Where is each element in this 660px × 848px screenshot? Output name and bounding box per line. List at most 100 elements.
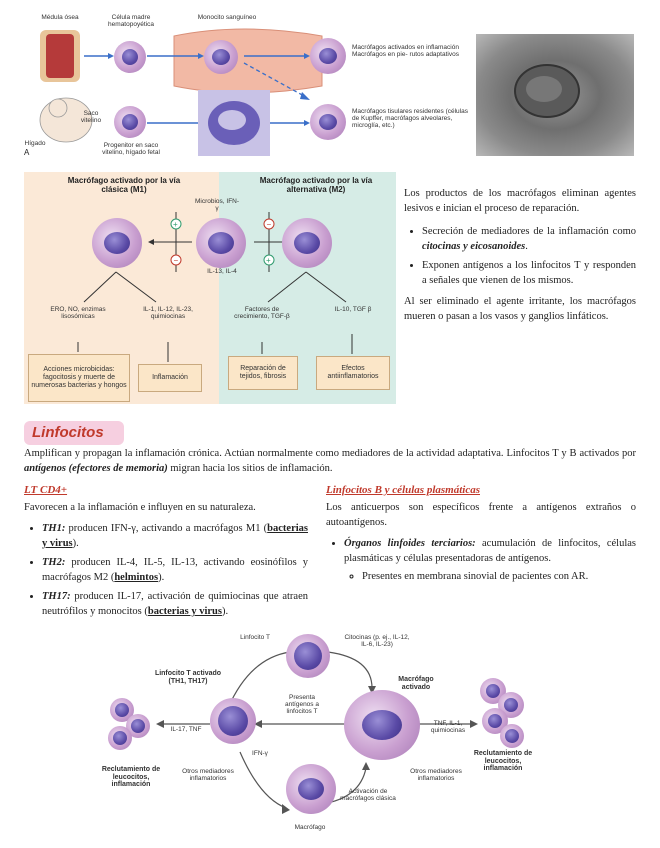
- m1-m2-arrows: + − − +: [77, 212, 353, 362]
- th2-tail: ).: [158, 572, 165, 583]
- m2-title: Macrófago activado por la vía alternativ…: [259, 176, 373, 195]
- label-macrofago-activado: Macrófago activado: [398, 676, 434, 691]
- m1-title: Macrófago activado por la vía clásica (M…: [67, 176, 181, 195]
- m1-product-2: IL-1, IL-12, IL-23, quimiocinas: [143, 306, 193, 321]
- cd4-item-th2: TH2: producen IL-4, IL-5, IL-13, activan…: [42, 555, 308, 585]
- para-products: Los productos de los macrófagos eliminan…: [404, 188, 636, 214]
- label-ifn: IFN-γ: [252, 750, 268, 757]
- label-reclutamiento-right: Reclutamiento de leucocitos, inflamación: [473, 750, 533, 773]
- th2-lead: TH2:: [42, 557, 66, 568]
- bullet-antigens: Exponen antígenos a los linfocitos T y r…: [422, 258, 636, 288]
- label-citocinas: Citocinas (p. ej., IL-12, IL-6, IL-23): [344, 634, 410, 649]
- label-liver: Hígado: [24, 140, 46, 147]
- leukocyte-left-2: [126, 714, 150, 738]
- bcell-list: Órganos linfoides terciarios: acumulació…: [326, 536, 636, 584]
- label-activated-macrophages: Macrófagos activados en inflamación Macr…: [352, 44, 459, 59]
- th1-lead: TH1:: [42, 523, 66, 534]
- svg-text:−: −: [267, 220, 272, 229]
- para-removal: Al ser eliminado el agente irritante, lo…: [404, 296, 636, 322]
- box-inflammation: Inflamación: [138, 364, 202, 392]
- macrophage-bullets: Secreción de mediadores de la inflamació…: [404, 224, 636, 288]
- intro-text-c: migran hacia los sitios de inflamación.: [167, 463, 333, 474]
- bcell-subitem: Presentes en membrana sinovial de pacien…: [362, 569, 636, 584]
- intro-text-a: Amplifican y propagan la inflamación cró…: [24, 448, 636, 459]
- label-activacion: Activación de macrófagos clásica: [340, 788, 396, 803]
- label-microbes: Microbios, IFN-γ: [194, 198, 240, 213]
- organs-lead: Órganos linfoides terciarios:: [344, 538, 476, 549]
- cd4-title: LT CD4+: [24, 484, 68, 496]
- th2-link: helmintos: [114, 572, 159, 583]
- label-il13: IL-13, IL-4: [207, 268, 237, 275]
- label-progenitor: Progenitor en saco vitelino, hígado feta…: [102, 142, 160, 157]
- linfocitos-intro: Amplifican y propagan la inflamación cró…: [24, 446, 636, 476]
- figure-macrophage-origin: Médula ósea Célula madre hematopoyética …: [22, 8, 468, 160]
- bullet-mediators-end: .: [525, 241, 528, 252]
- cd4-column: LT CD4+ Favorecen a la inflamación e inf…: [24, 484, 308, 623]
- label-otros-left: Otros mediadores inflamatorios: [182, 768, 234, 783]
- th17-link: bacterias y virus: [147, 606, 222, 617]
- label-bone-marrow: Médula ósea: [41, 14, 79, 21]
- label-yolk-sac: Saco vitelino: [80, 110, 102, 125]
- m2-macrophage: [282, 218, 332, 268]
- cd4-item-th1: TH1: producen IFN-γ, activando a macrófa…: [42, 521, 308, 551]
- th1-tail: ).: [72, 538, 79, 549]
- label-resident-macrophages: Macrófagos tisulares residentes (células…: [352, 108, 468, 130]
- label-tnf: TNF, IL-1, quimiocinas: [430, 720, 466, 735]
- bcell-item-organs: Órganos linfoides terciarios: acumulació…: [344, 536, 636, 584]
- bullet-mediators: Secreción de mediadores de la inflamació…: [422, 224, 636, 254]
- activated-macrophage: [344, 690, 420, 760]
- bcell-column: Linfocitos B y células plasmáticas Los a…: [326, 484, 636, 588]
- svg-text:+: +: [266, 256, 271, 265]
- center-macrophage: [196, 218, 246, 268]
- leukocyte-right-1: [480, 678, 506, 704]
- th1-link: bacterias y virus: [42, 523, 308, 549]
- leukocyte-right-4: [500, 724, 524, 748]
- stem-cell: [114, 41, 146, 73]
- origin-diagram-graphics: [39, 28, 323, 156]
- figure-m1-m2: Macrófago activado por la vía clásica (M…: [24, 172, 396, 404]
- box-microbicidal: Acciones microbicidas: fagocitosis y mue…: [28, 354, 130, 402]
- leukocyte-left-3: [108, 726, 132, 750]
- m1-product-1: ERO, NO, enzimas lisosómicas: [50, 306, 106, 321]
- intro-text-emph: antígenos (efectores de memoria): [24, 463, 168, 474]
- label-lt-activado: Linfocito T activado (TH1, TH17): [154, 670, 222, 685]
- resident-macrophage-cell: [310, 104, 346, 140]
- th17-text: producen IL-17, activación de quimiocina…: [42, 591, 308, 617]
- th1-text: producen IFN-γ, activando a macrófagos M…: [65, 523, 264, 534]
- label-reclutamiento-left: Reclutamiento de leucocitos, inflamación: [101, 766, 161, 789]
- th17-tail: ).: [221, 606, 229, 617]
- bullet-mediators-emph: citocinas y eicosanoides: [422, 241, 526, 252]
- label-stem-cell: Célula madre hematopoyética: [108, 14, 154, 29]
- th17-lead: TH17:: [42, 591, 71, 602]
- label-il17: IL-17, TNF: [170, 726, 202, 733]
- linfocitos-title: Linfocitos: [32, 424, 104, 441]
- cd4-list: TH1: producen IFN-γ, activando a macrófa…: [24, 521, 308, 619]
- bcell-title: Linfocitos B y células plasmáticas: [326, 484, 480, 496]
- label-linfocito-t: Linfocito T: [240, 634, 270, 641]
- cd4-item-th17: TH17: producen IL-17, activación de quim…: [42, 589, 308, 619]
- bcell-intro: Los anticuerpos son específicos frente a…: [326, 502, 636, 528]
- electron-micrograph: [476, 34, 634, 156]
- activated-t-cell: [210, 698, 256, 744]
- leukocyte-right-2: [498, 692, 524, 718]
- svg-text:+: +: [173, 220, 178, 229]
- cd4-intro: Favorecen a la inflamación e influyen en…: [24, 502, 256, 513]
- label-monocyte: Monocito sanguíneo: [197, 14, 257, 21]
- label-macrofago: Macrófago: [294, 824, 326, 831]
- figure-tcell-macrophage: Linfocito T Citocinas (p. ej., IL-12, IL…: [90, 628, 590, 842]
- monocyte-cell: [204, 40, 238, 74]
- m1-macrophage: [92, 218, 142, 268]
- m2-product-1: Factores de crecimiento, TGF-β: [234, 306, 290, 321]
- organs-text: acumulación de linfocitos, células plasm…: [344, 538, 636, 564]
- panel-letter: A: [24, 148, 30, 157]
- activated-macrophage-cell: [310, 38, 346, 74]
- m2-product-2: IL-10, TGF β: [334, 306, 372, 313]
- bcell-sublist: Presentes en membrana sinovial de pacien…: [344, 569, 636, 584]
- macrophage-bottom: [286, 764, 336, 814]
- t-cell-top: [286, 634, 330, 678]
- section-heading-linfocitos: Linfocitos: [24, 421, 124, 445]
- svg-text:−: −: [174, 256, 179, 265]
- progenitor-cell: [114, 106, 146, 138]
- box-repair: Reparación de tejidos, fibrosis: [228, 356, 298, 390]
- box-antiinflammatory: Efectos antiinflamatorios: [316, 356, 390, 390]
